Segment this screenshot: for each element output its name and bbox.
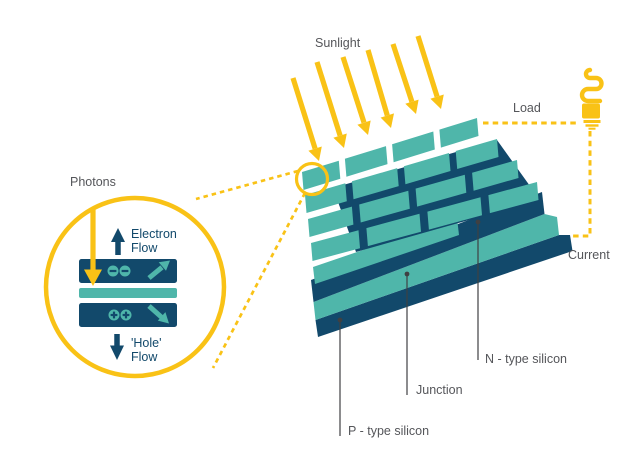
sunlight-arrow-icon [290, 77, 322, 161]
sunlight-arrow-icon [390, 43, 419, 114]
hole-flow-label-line2: Flow [131, 350, 158, 364]
solar-cell [439, 118, 479, 148]
solar-cell [403, 153, 451, 185]
circuit-wire [483, 121, 592, 238]
n-type-silicon-label: N - type silicon [485, 352, 567, 366]
junction-label: Junction [416, 383, 463, 397]
hole-flow-label-line1: 'Hole' [131, 336, 161, 350]
electron-drift-arrow-icon [147, 260, 170, 280]
electron-flow-label-line1: Electron [131, 227, 177, 241]
solar-cell [308, 206, 354, 237]
sunlight-arrow-icon [365, 49, 394, 128]
callout-line-top [195, 169, 299, 201]
sunlight-label: Sunlight [315, 36, 361, 50]
electron-flow-label-line2: Flow [131, 241, 158, 255]
highlight-circle [294, 161, 330, 197]
photons-label: Photons [70, 175, 116, 189]
solar-cell [302, 160, 341, 190]
junction-layer [313, 214, 559, 320]
solar-cell [311, 230, 360, 261]
minus-charge-icon [119, 265, 131, 277]
plus-charge-icon [108, 309, 120, 321]
sunlight-rays-icon [290, 35, 444, 161]
solar-cell [415, 174, 467, 207]
hole-drift-arrow-icon [147, 304, 169, 324]
solar-cell [366, 213, 421, 247]
photon-arrow-icon [84, 208, 102, 286]
solar-panel [302, 118, 573, 337]
electron-flow-arrow-icon [111, 228, 125, 255]
plus-charge-icon [120, 309, 132, 321]
solar-cell [392, 131, 435, 163]
wire-right [571, 131, 592, 238]
solar-cell [344, 146, 388, 177]
minus-charge-icon [107, 265, 119, 277]
hole-flow-arrow-icon [110, 334, 124, 360]
load-label: Load [513, 101, 541, 115]
leader-junction [404, 271, 410, 395]
current-label: Current [568, 248, 610, 262]
p-type-layer [315, 235, 573, 337]
solar-cell [352, 168, 399, 200]
contact-strip [313, 218, 459, 284]
magnifier-circle-icon [195, 161, 330, 369]
n-type-layer [311, 192, 545, 302]
solar-cells [302, 118, 539, 261]
junction-bar [79, 288, 177, 298]
solar-cell [359, 190, 410, 223]
solar-cell [305, 183, 347, 213]
bulb-base [582, 103, 600, 119]
solar-cell [427, 197, 482, 230]
solar-cell [488, 182, 539, 214]
sunlight-arrow-icon [340, 56, 371, 135]
junction-inset: Electron Flow 'Hole' Flow [43, 195, 227, 379]
sunlight-arrow-icon [415, 35, 444, 109]
callout-line-bottom [211, 192, 307, 369]
sunlight-arrow-icon [314, 61, 347, 148]
inset-circle [43, 195, 227, 379]
bulb-spiral [579, 67, 604, 104]
leader-n-type [475, 219, 481, 360]
cfl-bulb-icon [579, 67, 604, 130]
leader-p-type [337, 317, 343, 436]
p-type-silicon-label: P - type silicon [348, 424, 429, 438]
solar-cell [455, 139, 499, 169]
solar-cell [472, 160, 519, 191]
